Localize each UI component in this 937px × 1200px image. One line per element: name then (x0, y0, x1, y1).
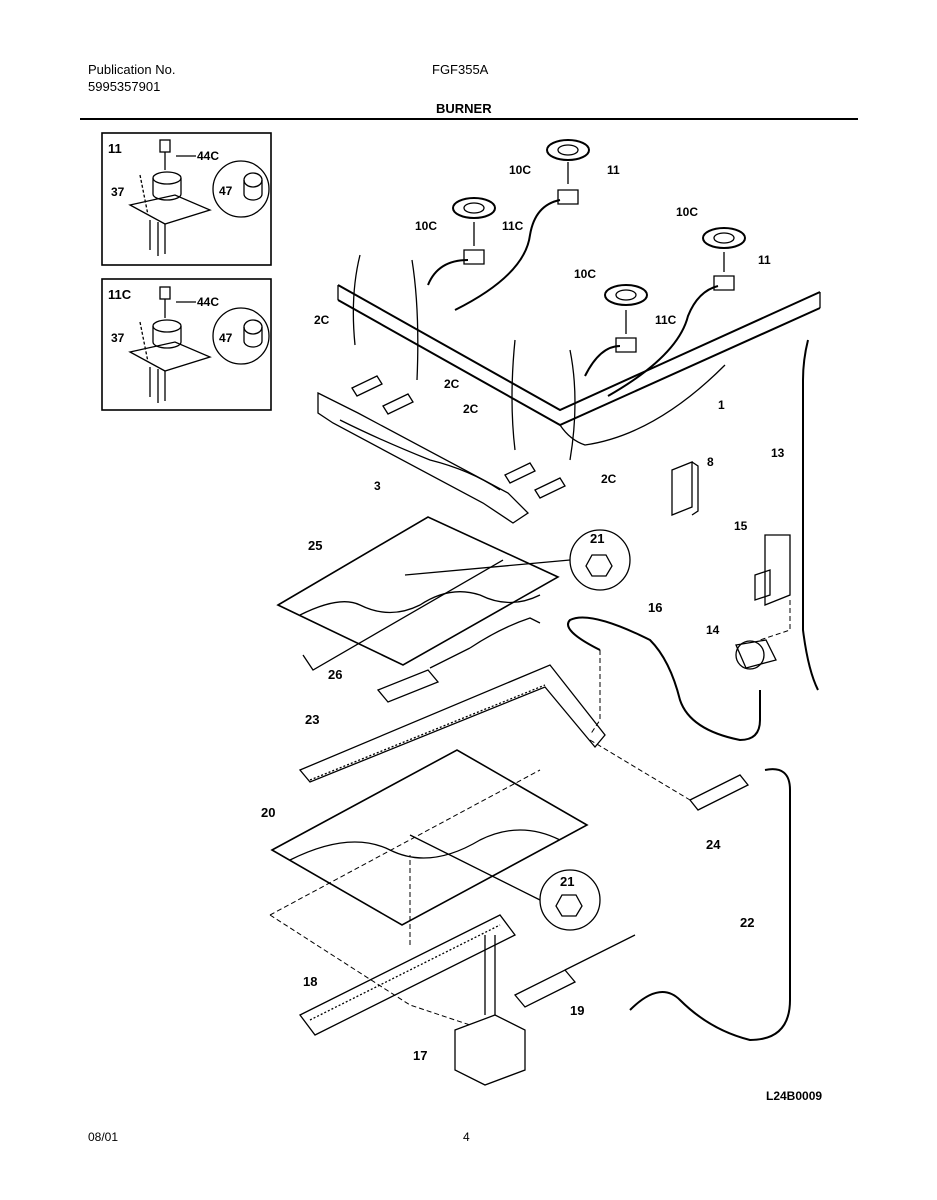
callout-25: 25 (308, 538, 322, 553)
spring-clips (352, 254, 576, 461)
callout-10c-d: 10C (574, 267, 596, 281)
hex-nut-lower-icon (555, 894, 583, 917)
callout-11-a: 11 (607, 163, 620, 177)
callout-1: 1 (718, 398, 725, 412)
orifice-fittings (351, 375, 566, 499)
oven-valve (454, 935, 526, 1086)
callout-21-b: 21 (560, 874, 574, 889)
burner-orifices (463, 162, 735, 353)
callout-20: 20 (261, 805, 275, 820)
mounting-bracket (754, 534, 791, 606)
upper-burner (298, 664, 606, 783)
assembly-lines (269, 600, 791, 1026)
section-title: BURNER (436, 101, 492, 116)
header-rule (80, 118, 858, 120)
footer-date: 08/01 (88, 1130, 119, 1144)
inset-11c-37: 37 (111, 331, 125, 345)
callout-3: 3 (374, 479, 381, 493)
lower-burner (299, 914, 516, 1036)
tube-16 (567, 616, 761, 742)
model-number: FGF355A (432, 62, 489, 77)
callout-16: 16 (648, 600, 662, 615)
callout-14: 14 (706, 623, 720, 637)
inset-valve-11c: 11C 44C 37 47 (101, 278, 272, 411)
part-callouts: 10C 11 10C 11C 10C 11 10C 11C 2C 2C 2C 2… (261, 163, 822, 1103)
inset-11-47: 47 (219, 184, 233, 198)
burner-tubes (427, 199, 719, 397)
ignitor-upper (376, 617, 541, 703)
orifice-24 (688, 774, 750, 811)
ignitor-lower (513, 934, 636, 1008)
callout-2c-c: 2C (463, 402, 479, 416)
callout-2c-b: 2C (444, 377, 460, 391)
callout-2c-d: 2C (601, 472, 617, 486)
tube-22 (629, 768, 791, 1042)
callout-10c-c: 10C (676, 205, 698, 219)
drawing-code: L24B0009 (766, 1089, 822, 1103)
callout-26: 26 (328, 667, 342, 682)
callout-11-b: 11 (758, 253, 771, 267)
manifold-pipe (337, 284, 821, 446)
callout-11c-a: 11C (502, 219, 524, 233)
lower-shield (270, 749, 589, 926)
burner-heads (452, 139, 746, 306)
spark-switch (671, 461, 699, 516)
upper-shield (276, 516, 560, 671)
callout-19: 19 (570, 1003, 584, 1018)
pressure-regulator (735, 639, 777, 670)
inset-11-37: 37 (111, 185, 125, 199)
callout-17: 17 (413, 1048, 427, 1063)
callout-13: 13 (771, 446, 785, 460)
callout-10c-b: 10C (415, 219, 437, 233)
callout-24: 24 (706, 837, 721, 852)
footer-page-number: 4 (463, 1130, 470, 1144)
callout-11c-b: 11C (655, 313, 677, 327)
inset-11c-label: 11C (108, 287, 132, 302)
inset-11-label: 11 (108, 141, 122, 156)
callout-2c-a: 2C (314, 313, 330, 327)
tray-bracket (317, 391, 530, 524)
leader-21-upper (404, 559, 571, 576)
callout-15: 15 (734, 519, 748, 533)
inset-11c-44c: 44C (197, 295, 219, 309)
callout-21-a: 21 (590, 531, 604, 546)
inset-valve-11: 11 44C 37 47 (101, 132, 272, 266)
callout-10c-a: 10C (509, 163, 531, 177)
callout-22: 22 (740, 915, 754, 930)
publication-label: Publication No. (88, 62, 176, 77)
inset-11c-47: 47 (219, 331, 233, 345)
tube-13 (802, 339, 819, 691)
publication-number: 5995357901 (88, 79, 161, 94)
callout-18: 18 (303, 974, 317, 989)
leader-21-lower (409, 834, 541, 901)
inset-11-44c: 44C (197, 149, 219, 163)
callout-8: 8 (707, 455, 714, 469)
hex-nut-upper-icon (585, 554, 613, 577)
callout-23: 23 (305, 712, 319, 727)
